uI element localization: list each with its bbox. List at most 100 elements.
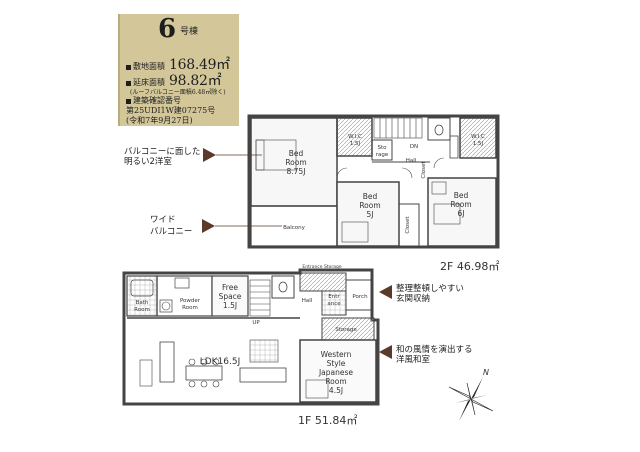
confirm-date: (令和7年9月27日): [126, 116, 193, 125]
bedroom-right-label-2: Room: [450, 200, 471, 209]
arrow-icon: [379, 285, 392, 299]
powder-label-2: Room: [182, 305, 198, 311]
bullet-square-icon: [126, 98, 131, 104]
hall-label-1f: Hall: [302, 298, 313, 304]
wic-left-label-2: 1.5J: [350, 141, 361, 147]
powder-label-1: Powder: [180, 298, 201, 304]
free-space: [211, 275, 249, 317]
callout-western-japanese: 和の風情を演出する 洋風和室: [379, 344, 473, 365]
building-number: 6: [158, 14, 177, 44]
storage-label-2: rage: [376, 152, 389, 158]
building-suffix: 号棟: [180, 27, 199, 37]
free-space-label-1: Free: [222, 283, 238, 292]
confirm-number: 第25UDI1W建07275号: [126, 106, 216, 115]
ldk-label: LDK16.5J: [200, 357, 241, 367]
storage-label-1: Sto: [377, 145, 387, 151]
western-label-5: 4.5J: [329, 386, 343, 395]
free-space-label-2: Space: [219, 292, 242, 301]
dining-table: [185, 365, 223, 381]
stairs-2f: [373, 117, 423, 139]
western-label-2: Style: [327, 359, 346, 368]
callout-balcony-bedrooms: バルコニーに面した 明るい2洋室: [124, 147, 262, 167]
toilet-1f: [271, 275, 295, 299]
site-area-value: 168.49㎡: [169, 57, 230, 73]
western-label-1: Western: [321, 350, 352, 359]
bath-label-2: Room: [134, 307, 150, 313]
second-floor-area: 2F 46.98㎡: [440, 260, 499, 273]
entrance-label-1: Entr: [328, 294, 340, 300]
callout-entrance-storage-line1: 整理整頓しやすい: [396, 283, 464, 294]
bedroom-right-2f: [427, 177, 497, 247]
wic-right-label-1: W.I.C: [471, 134, 485, 140]
storage-label-1f: Storage: [335, 327, 357, 333]
first-floor-area: 1F 51.84㎡: [298, 414, 357, 427]
wic-left-2f: [336, 117, 373, 157]
western-label-4: Room: [325, 377, 346, 386]
storage-2f: [371, 139, 393, 161]
porch-label: Porch: [352, 294, 368, 300]
callout-balcony-bedrooms-line1: バルコニーに面した: [124, 147, 200, 157]
wic-right-label-2: 1.5J: [473, 141, 484, 147]
bedroom-mid-label-3: 5J: [367, 210, 374, 219]
down-label: DN: [410, 144, 418, 150]
bath-label-1: Bath: [136, 300, 149, 306]
floor-area-row: 延床面積 98.82㎡: [126, 70, 222, 90]
confirm-label: 建築確認番号: [133, 96, 181, 105]
compass-north-label: N: [483, 368, 489, 377]
first-floor-labels: Entrance Storage Bath Room Powder Room F…: [134, 264, 368, 395]
bedroom-right-label-1: Bed: [454, 191, 469, 200]
bedroom-mid-label-1: Bed: [363, 192, 378, 201]
free-space-label-3: 1.5J: [223, 301, 237, 310]
property-info-box: 6 号棟 敷地面積 168.49㎡ 延床面積 98.82㎡ (ルーフバルコニー面積6…: [118, 14, 239, 126]
up-label: UP: [252, 320, 260, 326]
callout-western-japanese-line1: 和の風情を演出する: [396, 344, 473, 355]
arrow-icon: [203, 148, 216, 162]
callout-western-japanese-line2: 洋風和室: [396, 354, 431, 365]
arrow-icon: [379, 345, 392, 359]
site-area-label: 敷地面積: [133, 62, 165, 71]
callout-wide-balcony: ワイド バルコニー: [150, 215, 282, 237]
bedroom-left-label-3: 8.75J: [287, 167, 306, 176]
sofa: [239, 367, 287, 383]
first-floor-plan: [122, 268, 380, 406]
wic-left-label-1: W.I.C: [348, 134, 362, 140]
bedroom-right-label-3: 6J: [458, 209, 465, 218]
second-floor-labels: Bed Room 8.75J W.I.C 1.5J Sto rage DN Ha…: [283, 134, 485, 234]
roof-balcony-note: (ルーフバルコニー面積6.48㎡除く): [130, 89, 226, 96]
bedroom-left-label-2: Room: [285, 158, 306, 167]
entrance-storage-label: Entrance Storage: [302, 264, 341, 270]
bullet-square-icon: [126, 64, 131, 70]
porch: [345, 279, 373, 311]
callout-entrance-storage-line2: 玄関収納: [396, 293, 430, 304]
floor-area-label: 延床面積: [133, 78, 165, 87]
floor-area-value: 98.82㎡: [169, 73, 222, 89]
callout-balcony-bedrooms-line2: 明るい2洋室: [124, 156, 172, 167]
entrance-label-2: ance: [327, 301, 341, 307]
closet-label: Closet: [405, 216, 411, 234]
western-japanese-room: [299, 339, 377, 403]
callout-entrance-storage: 整理整頓しやすい 玄関収納: [379, 283, 464, 304]
callout-wide-balcony-line1: ワイド: [150, 215, 176, 225]
bedroom-mid-label-2: Room: [359, 201, 380, 210]
site-area-row: 敷地面積 168.49㎡: [126, 54, 230, 74]
closet-2f: [398, 203, 420, 247]
arrow-icon: [202, 219, 215, 233]
compass-rose: N: [448, 368, 494, 421]
closet-label-2: Closet: [421, 161, 427, 179]
bedroom-left-2f: [250, 117, 338, 207]
western-label-3: Japanese: [318, 368, 353, 377]
kitchen-counter: [159, 341, 175, 383]
bedroom-mid-2f: [336, 181, 400, 247]
toilet-2f: [427, 117, 451, 141]
wic-right-2f: [459, 117, 497, 159]
stairs-1f: [249, 279, 271, 317]
hall-label-2f: Hall: [406, 158, 417, 164]
bedroom-left-label-1: Bed: [289, 149, 304, 158]
balcony-label: Balcony: [283, 225, 306, 231]
confirm-label-row: 建築確認番号: [126, 95, 181, 106]
entrance-storage: [299, 272, 347, 292]
second-floor-outline: [247, 114, 500, 249]
second-floor-plan: [247, 114, 500, 249]
callout-wide-balcony-line2: バルコニー: [150, 227, 192, 237]
